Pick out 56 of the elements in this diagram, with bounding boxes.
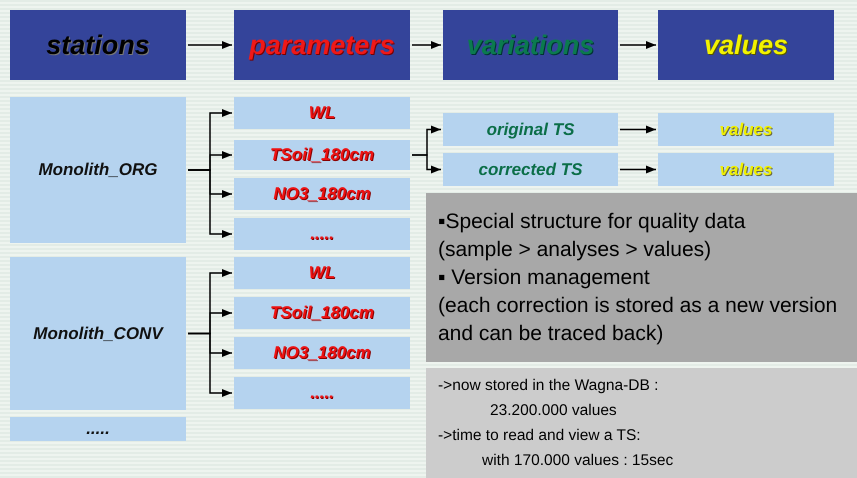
node-label: corrected TS	[478, 158, 582, 181]
node-label: TSoil_180cm	[270, 144, 374, 166]
node-label: values	[720, 118, 772, 141]
node-label: ▪ Version management	[438, 264, 650, 290]
node-label: with 170.000 values : 15sec	[481, 451, 674, 471]
parameter-box	[234, 257, 410, 289]
node-label: stations	[46, 28, 150, 62]
node-label: .....	[310, 223, 334, 246]
node-label: Monolith_CONV	[33, 322, 163, 345]
station-box	[10, 97, 186, 243]
node-label: TSoil_180cm	[270, 302, 374, 324]
values-box	[658, 153, 834, 186]
node-label: .....	[86, 418, 110, 440]
node-label: ->time to read and view a TS:	[438, 426, 641, 446]
node-label: ->now stored in the Wagna-DB :	[438, 376, 658, 396]
variation-box	[443, 113, 618, 146]
header-box	[658, 10, 834, 80]
arrow	[188, 332, 232, 397]
arrow	[620, 166, 656, 174]
node-label: WL	[308, 102, 336, 124]
parameter-box	[234, 377, 410, 409]
arrow	[620, 41, 656, 49]
node-label: (sample > analyses > values)	[438, 236, 712, 262]
node-label: parameters	[249, 28, 395, 62]
arrow	[412, 154, 441, 174]
note-panel	[426, 193, 857, 362]
node-label: Monolith_ORG	[38, 159, 158, 182]
parameter-box	[234, 97, 410, 129]
node-label: WL	[308, 262, 336, 284]
parameter-box	[234, 297, 410, 329]
arrow	[412, 41, 441, 49]
arrow	[188, 169, 232, 238]
arrow	[188, 41, 232, 49]
parameter-box	[234, 218, 410, 250]
header-box	[10, 10, 186, 80]
parameter-box	[234, 178, 410, 210]
header-box	[234, 10, 410, 80]
node-label: values	[704, 28, 788, 62]
values-box	[658, 113, 834, 146]
variation-box	[443, 153, 618, 186]
node-label: (each correction is stored as a new version and can be traced back)	[438, 292, 838, 346]
station-box	[10, 257, 186, 410]
node-label: NO3_180cm	[273, 342, 371, 364]
station-box	[10, 417, 186, 441]
node-label: ▪Special structure for quality data	[438, 208, 746, 234]
node-label: variations	[466, 28, 594, 62]
node-label: original TS	[486, 118, 574, 141]
node-label: 23.200.000 values	[489, 401, 617, 421]
node-label: NO3_180cm	[273, 183, 371, 206]
parameter-box	[234, 337, 410, 369]
header-box	[443, 10, 618, 80]
parameter-box	[234, 140, 410, 170]
arrow	[620, 126, 656, 134]
note-panel	[426, 368, 857, 478]
node-label: values	[720, 158, 772, 181]
node-label: .....	[310, 382, 334, 404]
